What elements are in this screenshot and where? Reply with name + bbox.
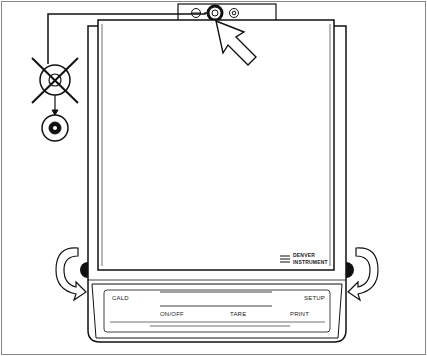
- brand-logo: DENVER: [293, 253, 315, 258]
- logo-mark: [280, 256, 290, 262]
- key-label: TARE: [230, 311, 246, 317]
- balance-body: [88, 20, 346, 342]
- rotation-arrow: [56, 248, 378, 300]
- key-label: CALD: [112, 295, 129, 301]
- brand-logo: INSTRUMENT: [293, 260, 328, 265]
- key-label: PRINT: [290, 311, 309, 317]
- pointer-arrow: [216, 21, 256, 65]
- key-label: SETUP: [304, 295, 325, 301]
- correct-connector: [42, 115, 68, 141]
- wrong-connector: [32, 58, 78, 115]
- key-label: ON/OFF: [160, 311, 184, 317]
